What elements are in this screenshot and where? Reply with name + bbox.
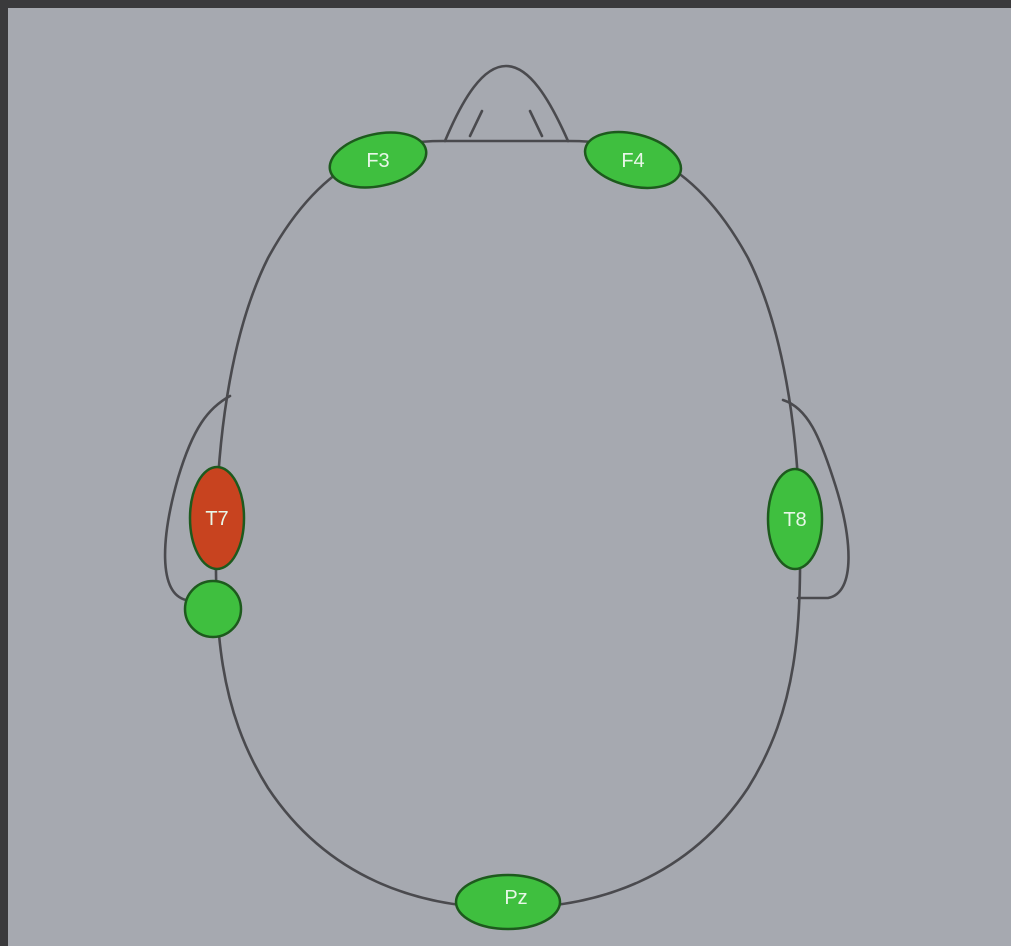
- head-diagram: F3 F4 T7 T8 Pz: [8, 8, 1011, 946]
- sensor-f4-label: F4: [621, 150, 644, 172]
- nose-outline: [445, 66, 568, 141]
- sensor-pz-label: Pz: [504, 887, 527, 909]
- sensor-f3[interactable]: F3: [325, 124, 432, 195]
- sensor-t8-label: T8: [783, 509, 806, 531]
- sensor-f3-label: F3: [366, 150, 389, 172]
- sensor-reference-pad[interactable]: [185, 581, 241, 637]
- sensor-pz[interactable]: Pz: [456, 875, 560, 929]
- nose-inner-right: [530, 111, 542, 136]
- sensor-t8[interactable]: T8: [768, 469, 822, 569]
- sensor-t7[interactable]: T7: [190, 467, 244, 569]
- nose-inner-left: [470, 111, 482, 136]
- sensor-reference[interactable]: [185, 581, 241, 637]
- head-outline: [216, 141, 800, 908]
- headset-sensor-map: F3 F4 T7 T8 Pz: [8, 8, 1011, 946]
- sensor-f4[interactable]: F4: [579, 123, 687, 197]
- sensor-t7-label: T7: [205, 508, 228, 530]
